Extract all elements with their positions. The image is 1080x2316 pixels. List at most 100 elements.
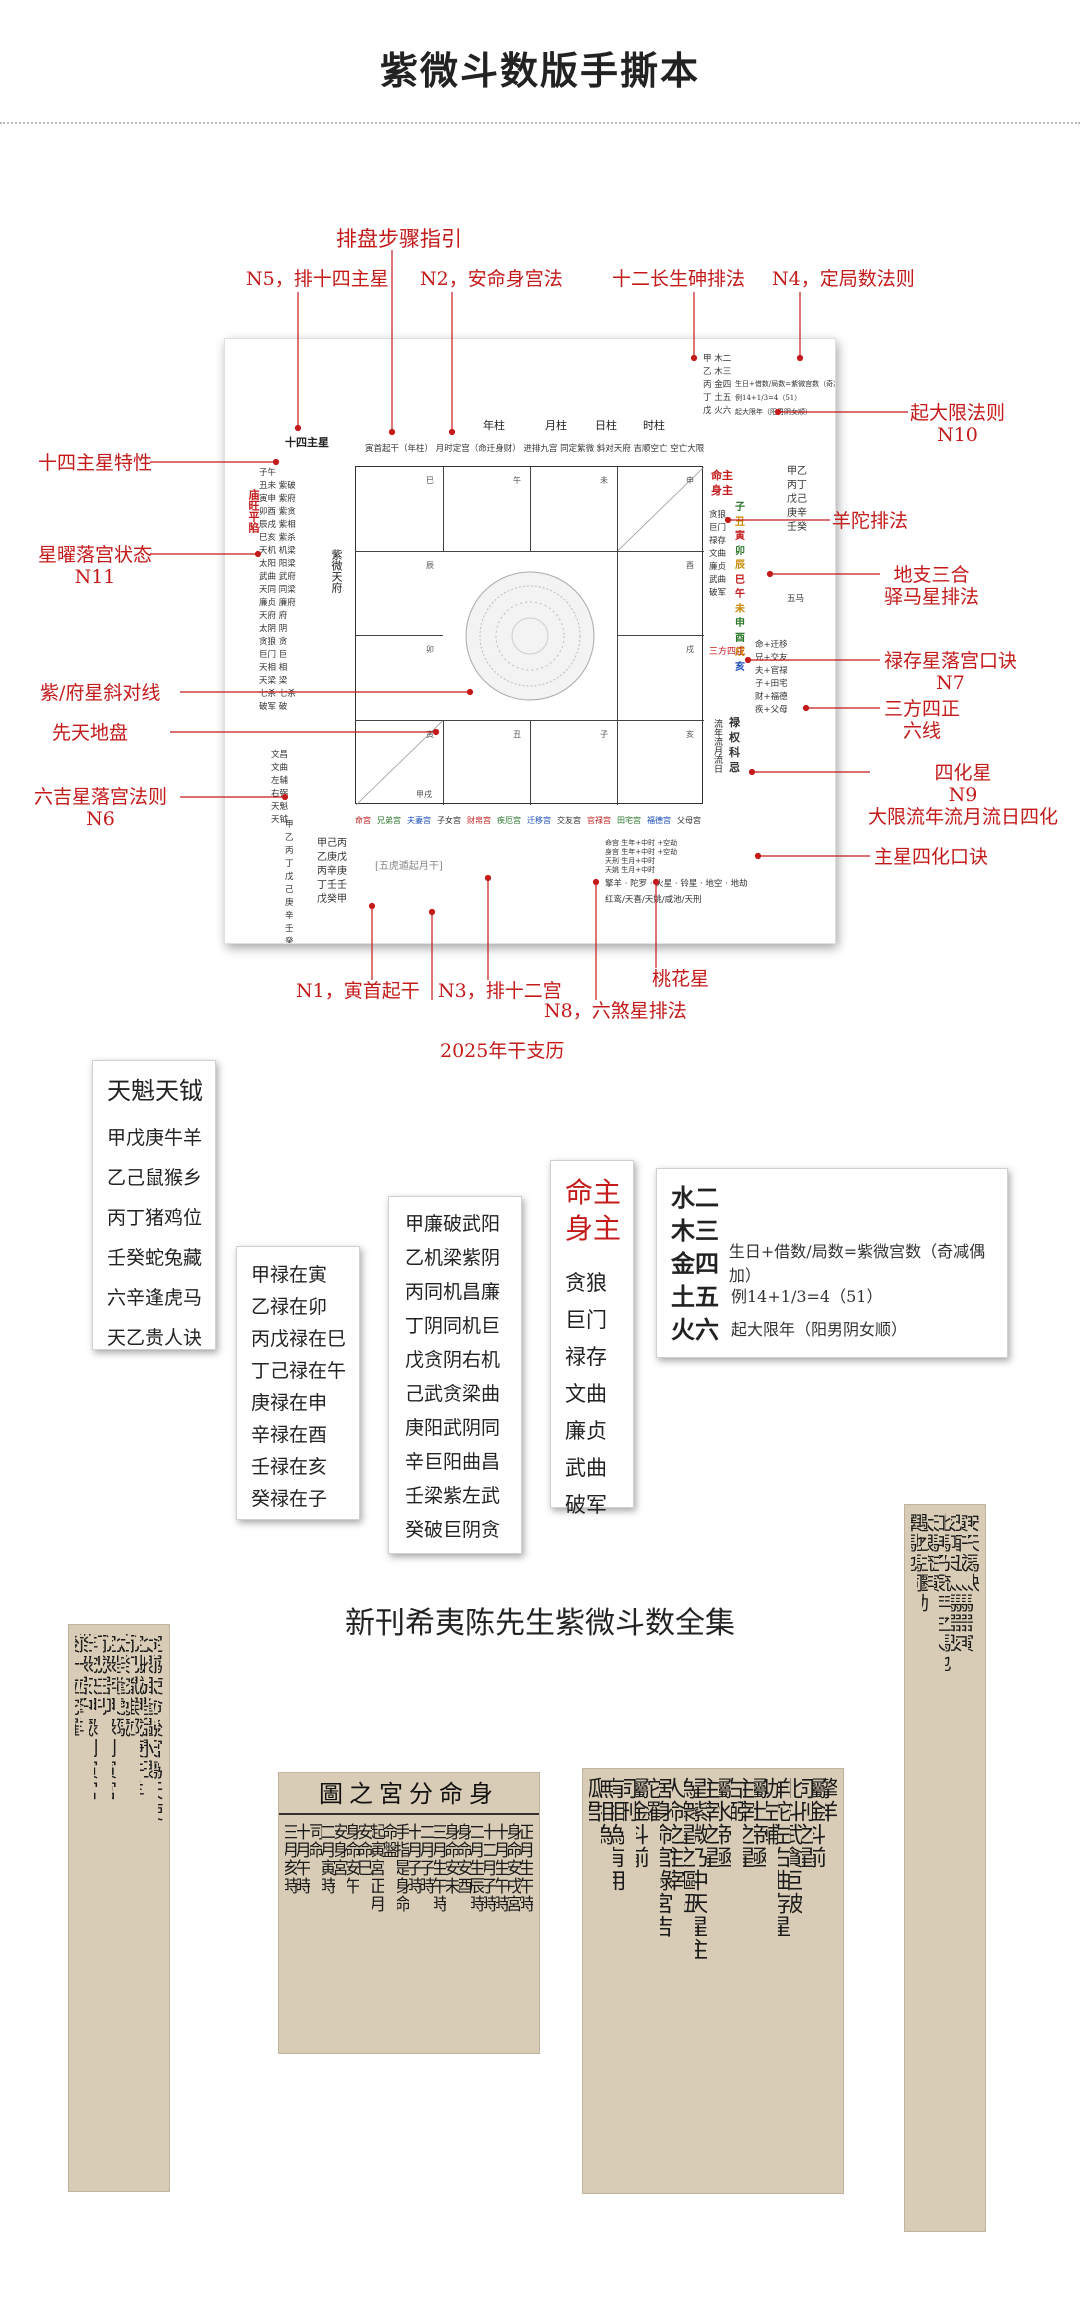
scan-text-column: 主宰之星 — [707, 1777, 719, 1869]
card-line: 壬梁紫左武 — [405, 1485, 501, 1507]
sanfang-item: 兄+交友 — [755, 653, 788, 663]
sanfang-item: 子+田宅 — [755, 679, 788, 689]
ann-dizhi-2: 驿马星排法 — [884, 586, 980, 608]
title-divider — [0, 122, 1080, 124]
ann-n8: N8，六煞星排法 — [544, 1000, 687, 1022]
scan-text-column: 屬金斗前 — [636, 1777, 649, 1869]
sihua-list: 禄权科忌 — [729, 715, 740, 775]
section-subtitle: 新刊希夷陈先生紫微斗数全集 — [345, 1606, 735, 1641]
scan-text-column: 司刑 — [624, 1777, 637, 1823]
card-tiankui-title: 天魁天钺 — [107, 1077, 203, 1105]
scan-text-column: 丙戊在巳 — [102, 1633, 108, 1717]
scan-text-column: 巳酉丑人馬居亥 — [956, 1513, 963, 1653]
card-mingzhu: 命主 身主 贪狼 巨门 禄存 文曲 廉贞 武曲 破军 — [550, 1160, 634, 1517]
scan-text-column: 如申子辰年生人 — [939, 1513, 946, 1653]
mingzhu-label: 命主 — [711, 469, 733, 482]
gan-item: 戊己 — [787, 494, 807, 505]
scan-text-column: 遇之主遷動 — [922, 1513, 929, 1613]
ann-sihua-2: N9 — [948, 784, 978, 806]
scan-text-column: 有相為有用 — [612, 1777, 625, 1892]
scan-text-column: 二月寅時 — [322, 1823, 335, 1895]
zhi-item: 午 — [735, 589, 745, 600]
center-circle-area — [443, 552, 617, 720]
left-star-item: 天相 相 — [259, 663, 288, 673]
left-star-item: 武曲 武府 — [259, 572, 296, 582]
ann-liuji: 六吉星落宫法则 N6 — [34, 786, 167, 830]
right-zhi-list: 子丑寅卯辰巳午未申酉戌亥 — [735, 501, 745, 675]
shenzhu-label: 身主 — [711, 484, 733, 497]
ju-note: 起大限年（阳男阴女顺） — [731, 1319, 908, 1339]
branch-zi: 子 — [600, 730, 608, 739]
palace-label: 父母宫 — [677, 816, 701, 825]
left-star-item: 贪狼 贪 — [259, 637, 288, 647]
scan-text-column: 北斗武貪巨破 — [789, 1777, 802, 1915]
star-rule-item: 天刑 生月+中时 — [605, 857, 656, 865]
scan-text-column: 同命 — [309, 1823, 323, 1859]
left-stem-item: 丁 — [285, 859, 294, 869]
scan-text-column: 擎羊 — [825, 1777, 838, 1823]
card-line: 丁阴同机巨 — [405, 1315, 501, 1337]
left-star-item: 天同 同梁 — [259, 585, 296, 595]
left-star-item: 七杀 七杀 — [259, 689, 296, 699]
scan-text-column: 身命安酉 — [458, 1823, 472, 1895]
scan-text-column: 前一位擎羊 — [79, 1633, 85, 1738]
wuhu-item: 乙庚戊 — [317, 852, 347, 863]
scan-text-column: 右弼 — [730, 1777, 743, 1823]
ann-twelve-life: 十二长生砷排法 — [612, 268, 746, 290]
left-stem-item: 癸 — [285, 937, 294, 944]
card-line: 己武贪梁曲 — [405, 1383, 501, 1405]
scan-text-column: 乙己鼠猴鄉 — [135, 1633, 140, 1738]
ju-item: 丙 金四 — [703, 380, 732, 390]
card-line: 庚阳武阴同 — [405, 1417, 501, 1439]
ziwei-board: 年柱 月柱 日柱 时柱 寅首起干（年柱） 月时定宫（命迁身财） 进排九宫 同定紫… — [224, 338, 836, 944]
zhi-item: 巳 — [735, 574, 745, 586]
ann-dizhi-1: 地支三合 — [893, 564, 970, 586]
gan-item: 甲乙 — [787, 466, 807, 477]
card-line: 丙同机昌廉 — [405, 1281, 501, 1303]
branch-si: 巳 — [426, 476, 434, 485]
scan-text-column: 十月子時 — [409, 1823, 422, 1895]
left-star-item: 子午 — [259, 468, 277, 478]
left-stem-item: 壬 — [285, 924, 294, 934]
card-line: 壬禄在亥 — [251, 1456, 328, 1478]
left-star-item: 天机 机梁 — [259, 546, 296, 556]
left-star-item: 文昌 — [271, 750, 289, 760]
zhi-item: 戌 — [735, 647, 745, 658]
scan-text-column: 定魁鉞甲戊庚牛羊 — [139, 1633, 145, 1801]
scan-text-column: 助左輔 — [766, 1777, 778, 1846]
ju-note-3: 起大限年（阳男阴女顺） — [735, 408, 812, 416]
branch-yin: 寅 — [426, 730, 434, 739]
zhu-item: 贪狼 — [709, 510, 727, 520]
scan-text-column: 安身宮 — [334, 1823, 348, 1877]
col-yue: 月柱 — [545, 419, 567, 432]
palace-grid: 巳 午 未 申 辰 酉 卯 戌 寅 丑 子 亥 甲戌 — [355, 466, 704, 805]
scan-text-column: 羊陀訣甲祿到寅宮 — [93, 1633, 99, 1801]
zhi-item: 辰 — [735, 560, 745, 571]
palace-label: 子女宫 — [437, 816, 461, 825]
palace-label: 交友宫 — [557, 816, 581, 825]
ann-sanfang-1: 三方四正 — [884, 698, 961, 720]
scan-text-column: 屬水帝極 — [718, 1777, 731, 1869]
scan-text-column: 起寅宮正月 — [371, 1823, 385, 1913]
ann-sihua-1: 四化星 — [934, 762, 992, 784]
left-star-list: 子午丑未 紫破寅申 紫府卯酉 紫贪辰戌 紫相巳亥 紫杀天机 机梁太阳 阳梁武曲 … — [259, 467, 296, 714]
card-sihua: 甲廉破武阳 乙机梁紫阴 丙同机昌廉 丁阴同机巨 戊贪阴右机 己武贪梁曲 庚阳武阴… — [388, 1196, 522, 1554]
scan-text-column: 安命巳 — [359, 1823, 372, 1877]
branch-xu: 戌 — [686, 645, 694, 654]
scan-text-column: 孤君 — [589, 1777, 601, 1823]
card-line: 乙机梁紫阴 — [405, 1247, 501, 1269]
left-stem-item: 庚 — [285, 898, 294, 908]
palace-label: 福德宫 — [647, 816, 671, 825]
zhu-item: 武曲 — [709, 575, 727, 585]
card-line: 辛禄在酉 — [251, 1424, 328, 1446]
card-line: 壬癸蛇兔藏 — [107, 1247, 203, 1269]
scan-book-page-4: 安天馬訣申子辰人馬居寅寅午戌人馬居申巳酉丑人馬居亥亥卯未人馬居巳此馬乃流年之馬也… — [904, 1504, 986, 2232]
scan-text-column: 星紫微乃中天星主 — [695, 1777, 708, 1961]
left-star-item: 巳亥 紫杀 — [259, 533, 296, 543]
scan-text-column: 此身乃是活閻王 — [144, 1633, 149, 1780]
col-shi: 时柱 — [643, 419, 665, 432]
left-stem-item: 丙 — [285, 846, 294, 856]
scan-text-column: 亥卯未人馬居巳 — [950, 1513, 957, 1653]
scan-text-column: 二月子時 — [421, 1823, 434, 1895]
ann-luogong: 星曜落宫状态 N11 — [38, 544, 152, 588]
